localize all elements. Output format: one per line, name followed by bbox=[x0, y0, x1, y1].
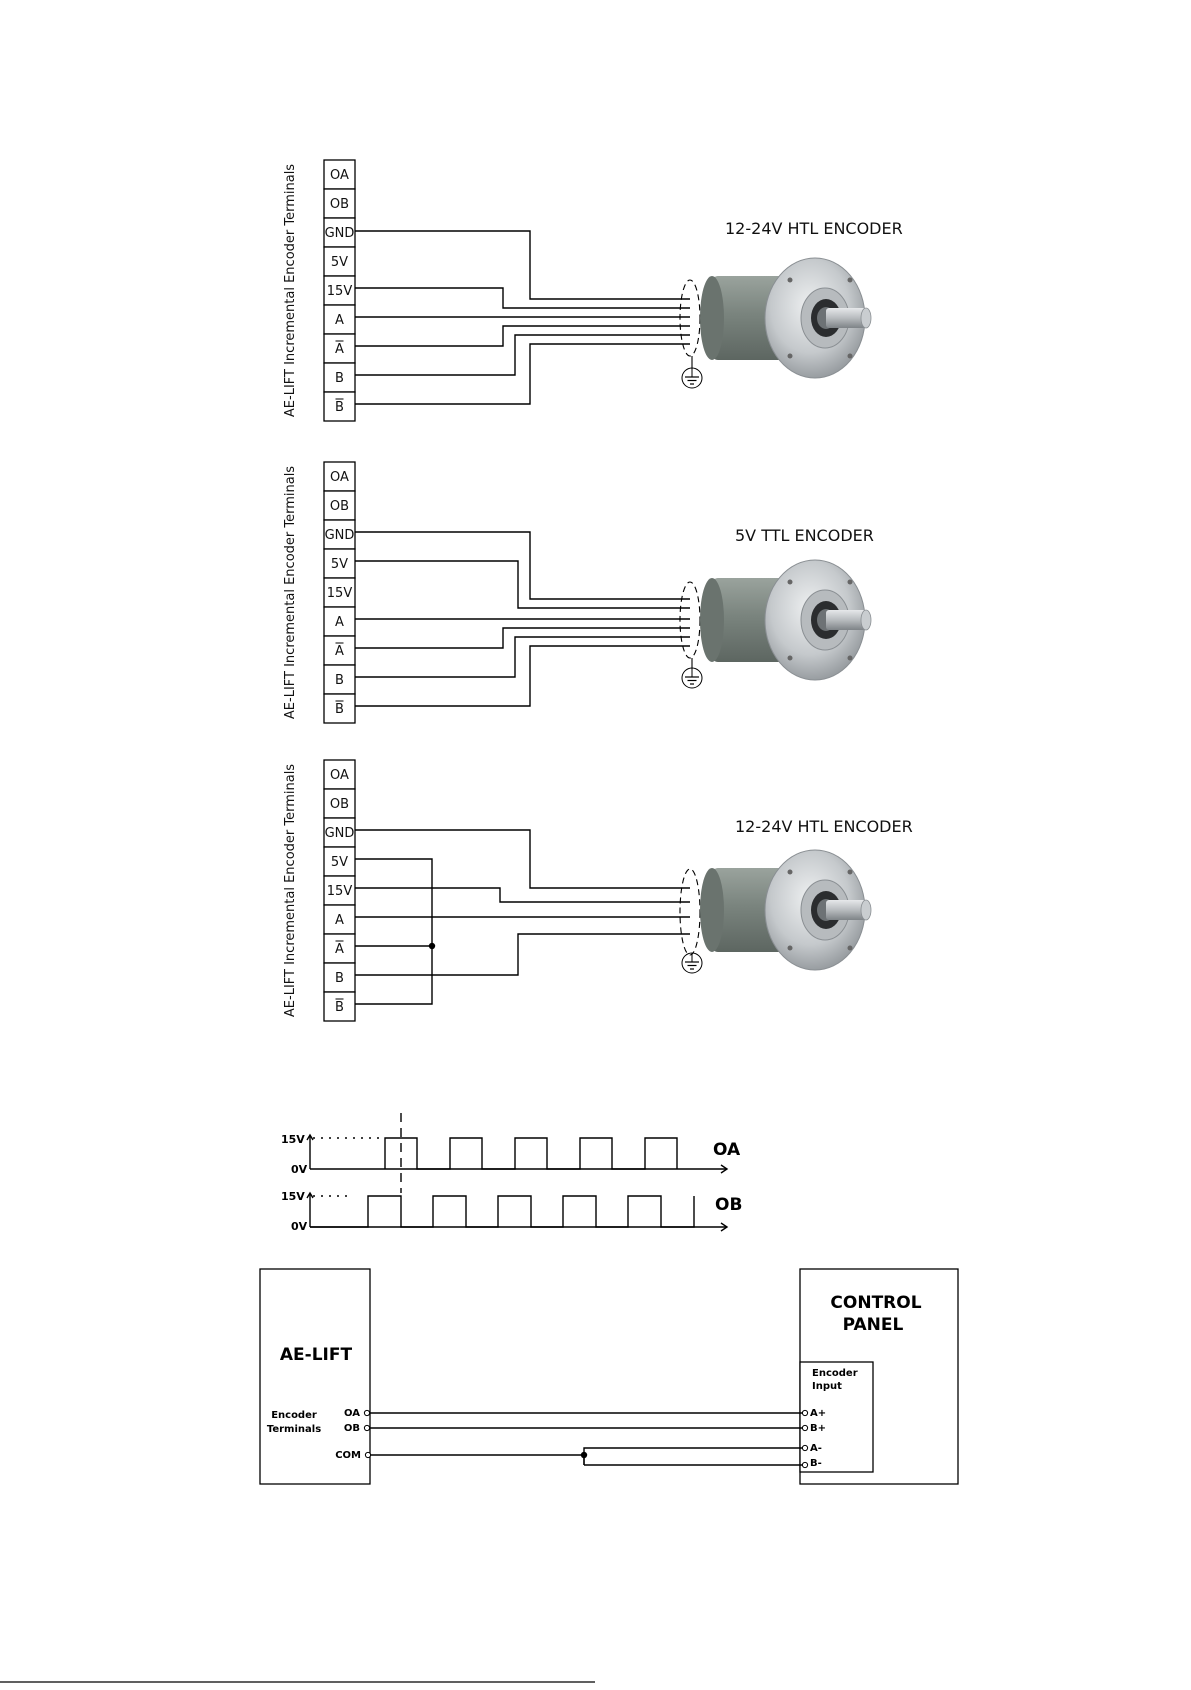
terminal-label: 15V bbox=[327, 884, 353, 899]
terminal-label: B bbox=[335, 371, 344, 386]
encoder-label: 5V TTL ENCODER bbox=[735, 526, 874, 545]
terminal-label: B bbox=[335, 1000, 344, 1015]
terminal-label: OB bbox=[330, 499, 349, 514]
terminal-cell bbox=[323, 788, 356, 819]
terminal-cell bbox=[323, 875, 356, 906]
terminal-label: A bbox=[335, 313, 344, 328]
terminal-label: 15V bbox=[327, 586, 353, 601]
terminal-label: 5V bbox=[331, 557, 348, 572]
wires bbox=[355, 230, 690, 405]
terminal-label: A bbox=[335, 615, 344, 630]
terminal-cell bbox=[323, 548, 356, 579]
terminal-cell bbox=[323, 304, 356, 335]
terminal-block-title: AE-LIFT Incremental Encoder Terminals bbox=[283, 164, 298, 417]
terminal-cell bbox=[323, 490, 356, 521]
ae-lift-title: AE-LIFT bbox=[280, 1345, 353, 1365]
terminal-label: B bbox=[335, 400, 344, 415]
terminal-label: 5V bbox=[331, 855, 348, 870]
terminal-label: OA bbox=[330, 470, 349, 485]
terminal-label: B bbox=[335, 702, 344, 717]
terminal-label: OA bbox=[330, 768, 349, 783]
encoder-input-box bbox=[799, 1361, 874, 1473]
terminal-cell bbox=[323, 759, 356, 790]
terminal-cell bbox=[323, 519, 356, 550]
terminal-label: A bbox=[335, 342, 344, 357]
cable-shield bbox=[679, 279, 701, 368]
ae-lift-box bbox=[259, 1268, 371, 1485]
pin-com: COM bbox=[335, 1450, 361, 1461]
oa-low-level: 0V bbox=[291, 1163, 308, 1176]
wires bbox=[355, 829, 690, 1005]
terminal-label: 5V bbox=[331, 255, 348, 270]
control-panel-title-line2: PANEL bbox=[843, 1315, 904, 1335]
pin-a-plus: A+ bbox=[810, 1408, 826, 1419]
terminal-label: B bbox=[335, 971, 344, 986]
encoder-input-line2: Input bbox=[812, 1381, 842, 1392]
pin-oa: OA bbox=[344, 1408, 360, 1419]
terminal-label: A bbox=[335, 913, 344, 928]
encoder-image bbox=[699, 257, 872, 379]
pin-ob: OB bbox=[344, 1423, 360, 1434]
wires bbox=[355, 531, 690, 707]
pin-b-plus: B+ bbox=[810, 1423, 826, 1434]
ob-low-level: 0V bbox=[291, 1220, 308, 1233]
pin-a-minus: A- bbox=[810, 1443, 822, 1454]
terminal-label: B bbox=[335, 673, 344, 688]
encoder-label: 12-24V HTL ENCODER bbox=[735, 817, 913, 836]
encoder-label: 12-24V HTL ENCODER bbox=[725, 219, 903, 238]
terminal-cell bbox=[323, 846, 356, 877]
encoder-input-line1: Encoder bbox=[812, 1368, 858, 1379]
oa-high-level: 15V bbox=[281, 1133, 305, 1146]
ground-icon bbox=[681, 367, 703, 389]
terminal-cell bbox=[323, 461, 356, 492]
terminal-cell bbox=[323, 635, 356, 666]
terminal-cell bbox=[323, 693, 356, 724]
terminal-label: OB bbox=[330, 197, 349, 212]
terminal-label: 15V bbox=[327, 284, 353, 299]
terminal-label: OB bbox=[330, 797, 349, 812]
terminal-block-title: AE-LIFT Incremental Encoder Terminals bbox=[283, 466, 298, 719]
terminal-cell bbox=[323, 246, 356, 277]
pin-b-minus: B- bbox=[810, 1458, 822, 1469]
ob-high-level: 15V bbox=[281, 1190, 305, 1203]
terminal-cell bbox=[323, 817, 356, 848]
connection-wires bbox=[363, 1409, 809, 1469]
oa-signal-label: OA bbox=[713, 1140, 741, 1160]
connection-diagram: AE-LIFT Encoder Terminals OA OB COM CONT… bbox=[259, 1268, 959, 1485]
terminal-label: GND bbox=[325, 226, 355, 241]
encoder-terminals-line2: Terminals bbox=[267, 1424, 321, 1435]
terminal-label: GND bbox=[325, 826, 355, 841]
ground-icon bbox=[681, 667, 703, 689]
terminal-block-title: AE-LIFT Incremental Encoder Terminals bbox=[283, 764, 298, 1017]
terminal-cell bbox=[323, 933, 356, 964]
terminal-label: OA bbox=[330, 168, 349, 183]
junction-dot bbox=[428, 942, 436, 950]
terminal-cell bbox=[323, 362, 356, 393]
terminal-label: GND bbox=[325, 528, 355, 543]
timing-diagram: 15V 0V OA 15V 0V OB bbox=[281, 1113, 742, 1233]
control-panel-title-line1: CONTROL bbox=[830, 1293, 921, 1313]
terminal-label: A bbox=[335, 942, 344, 957]
encoder-image bbox=[699, 559, 872, 681]
terminal-cell bbox=[323, 991, 356, 1022]
encoder-image bbox=[699, 849, 872, 971]
ground-icon bbox=[681, 952, 703, 974]
encoder-terminals-line1: Encoder bbox=[271, 1410, 317, 1421]
ob-signal-label: OB bbox=[715, 1195, 742, 1215]
terminal-cell bbox=[323, 391, 356, 422]
cable-shield bbox=[679, 581, 701, 668]
terminal-label: A bbox=[335, 644, 344, 659]
cable-shield bbox=[679, 868, 701, 956]
